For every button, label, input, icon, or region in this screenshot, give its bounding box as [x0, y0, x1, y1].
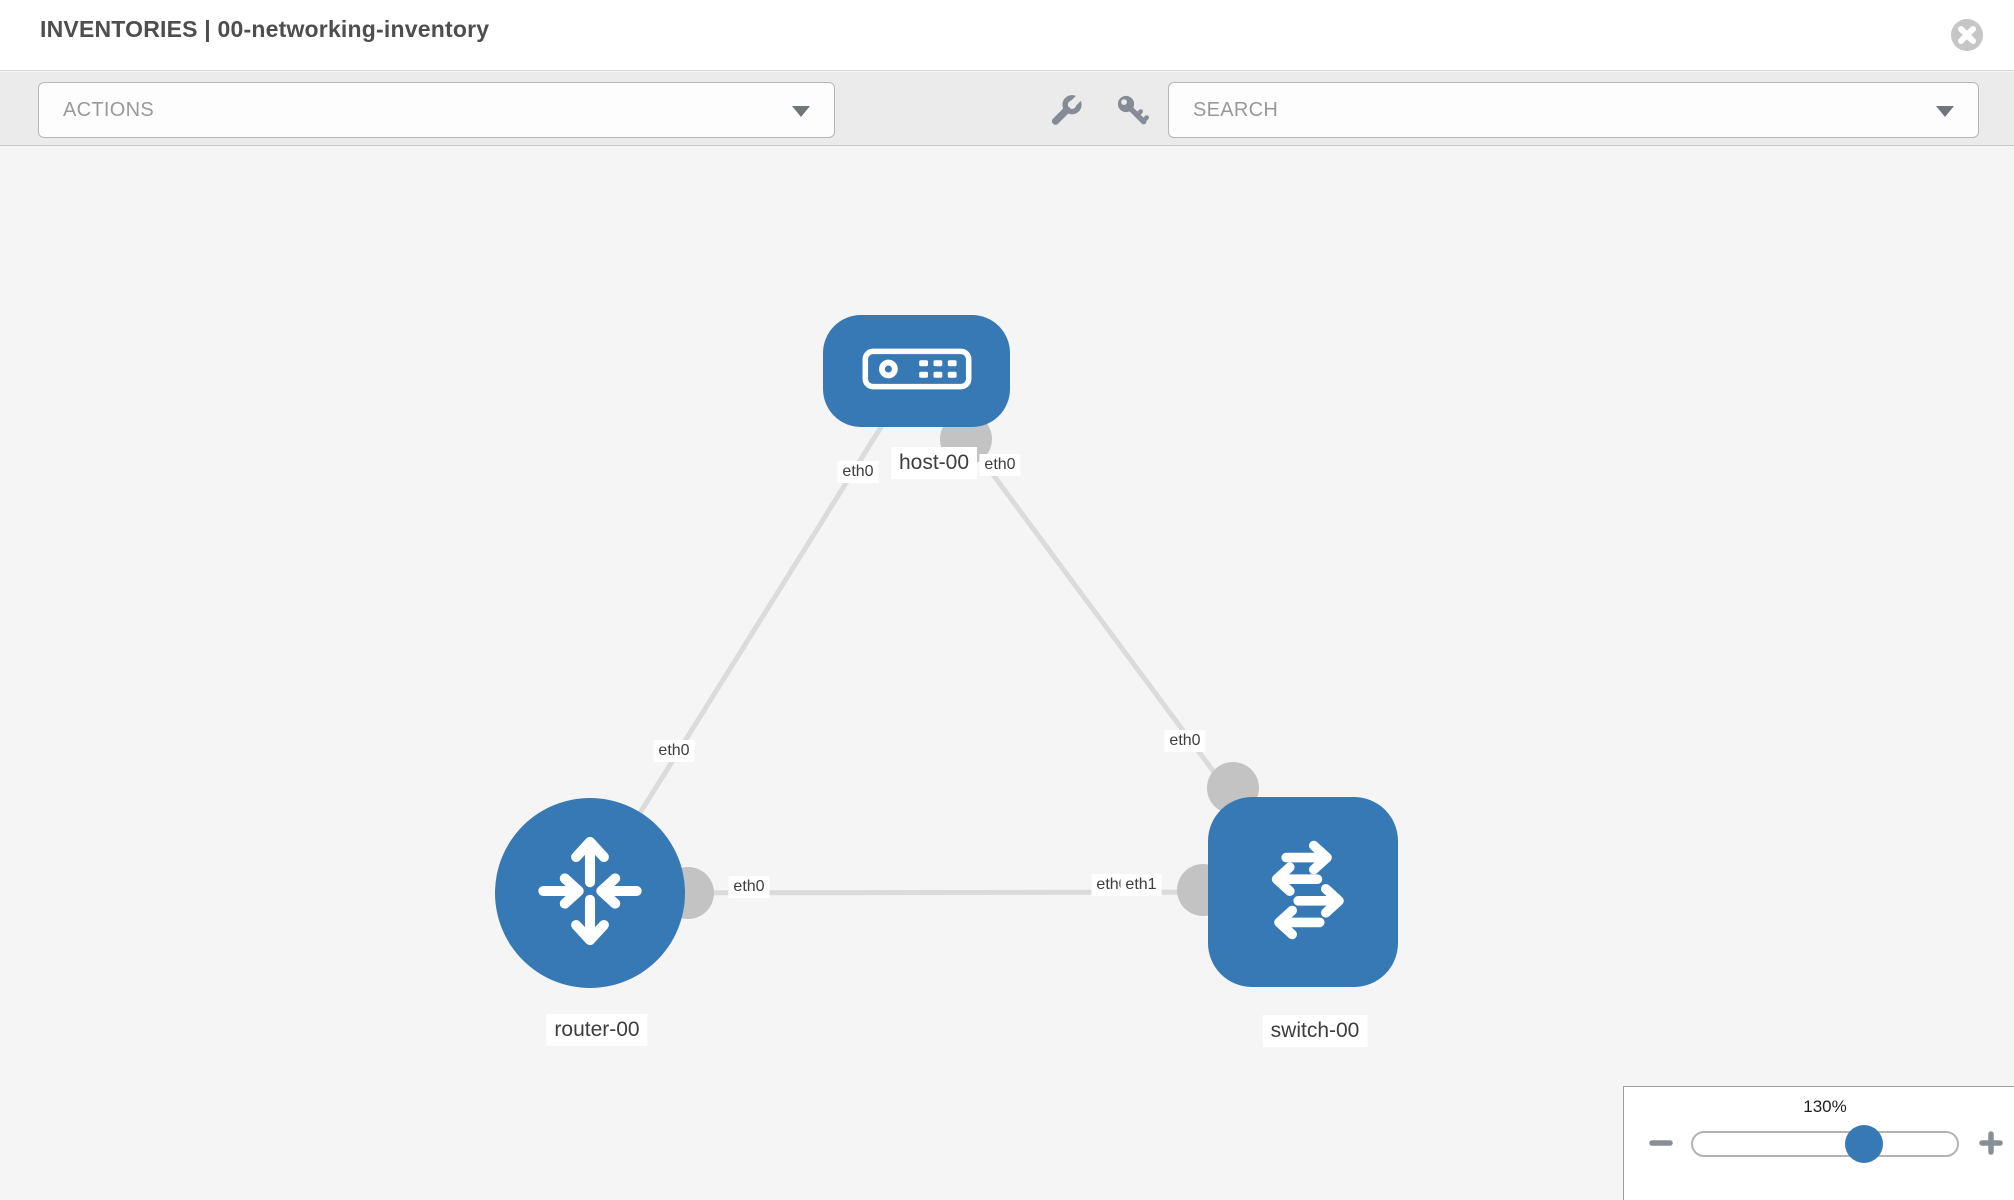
route-arrows-icon [527, 828, 653, 959]
key-icon [1114, 95, 1150, 131]
port-label-switch-top: eth0 [1164, 730, 1206, 752]
port-label-host-left: eth0 [837, 461, 879, 483]
zoom-in-button[interactable] [1976, 1128, 2006, 1158]
page-title: INVENTORIES | 00-networking-inventory [40, 16, 490, 42]
chevron-down-icon [1936, 106, 1954, 117]
port-label-router-right: eth0 [728, 876, 770, 898]
x-circle-icon [1950, 19, 1984, 55]
node-label-host-00: host-00 [890, 447, 978, 479]
zoom-out-button[interactable] [1646, 1128, 1676, 1158]
search-dropdown[interactable]: SEARCH [1168, 82, 1979, 138]
node-switch-00[interactable] [1208, 797, 1398, 987]
zoom-panel: 130% [1623, 1086, 2014, 1200]
actions-dropdown-label: ACTIONS [63, 99, 154, 121]
port-label-router-top: eth0 [653, 740, 695, 762]
plus-icon [1976, 1131, 2006, 1161]
key-button[interactable] [1114, 92, 1150, 128]
minus-icon [1646, 1140, 1676, 1161]
node-router-00[interactable] [495, 798, 685, 988]
server-icon [862, 347, 972, 396]
wrench-icon [1048, 92, 1085, 131]
chevron-down-icon [792, 106, 810, 117]
search-dropdown-label: SEARCH [1193, 99, 1279, 121]
header: INVENTORIES | 00-networking-inventory [0, 0, 2014, 71]
close-button[interactable] [1950, 18, 1984, 52]
port-label-host-right: eth0 [979, 454, 1021, 476]
topology-canvas[interactable]: eth0 eth0 eth0 eth0 eth0 eth0 eth1 host-… [0, 147, 2014, 1200]
actions-dropdown[interactable]: ACTIONS [38, 82, 835, 138]
node-label-router-00: router-00 [546, 1014, 648, 1046]
zoom-slider-handle[interactable] [1845, 1125, 1883, 1163]
switch-arrows-icon [1243, 830, 1363, 955]
node-label-switch-00: switch-00 [1262, 1015, 1368, 1047]
wrench-button[interactable] [1048, 92, 1085, 131]
zoom-slider[interactable] [1691, 1131, 1959, 1157]
port-label-switch-left-over: eth1 [1120, 874, 1162, 896]
zoom-level-label: 130% [1803, 1097, 1847, 1116]
toolbar: ACTIONS SEARCH [0, 72, 2014, 146]
node-host-00[interactable] [823, 315, 1010, 427]
link-host-router[interactable] [587, 369, 919, 895]
